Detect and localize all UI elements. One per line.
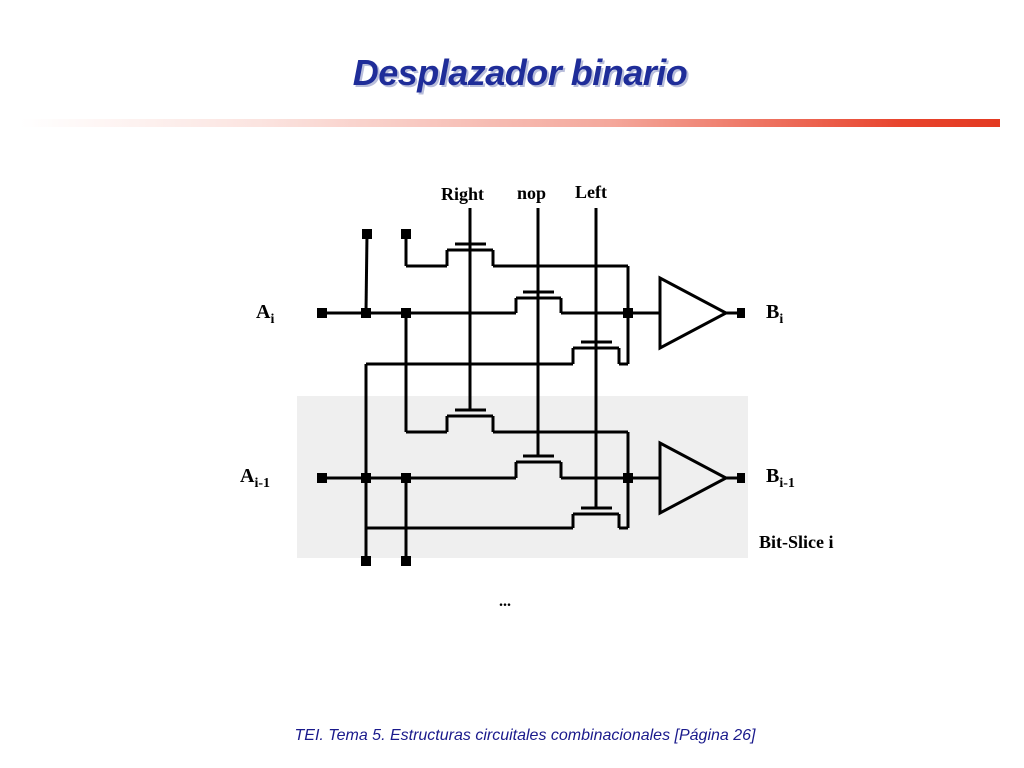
buffer-bi-triangle [658, 275, 730, 351]
bit-slice-label: Bit-Slice i [759, 532, 834, 552]
control-nop-label: nop [517, 183, 546, 203]
control-left-label: Left [575, 182, 607, 202]
buffer-bi1-triangle [658, 440, 730, 516]
title-divider [20, 119, 1000, 127]
continuation-ellipsis: ... [499, 593, 511, 610]
junction-dots [317, 229, 745, 566]
output-bi-label: Bi [766, 301, 783, 327]
slide-footer: TEI. Tema 5. Estructuras circuitales com… [294, 727, 756, 744]
input-ai-label: Ai [256, 301, 274, 327]
control-right-label: Right [441, 184, 484, 204]
input-ai1-label: Ai-1 [240, 465, 270, 491]
slide-title: Desplazador binario [352, 52, 688, 93]
output-bi1-label: Bi-1 [766, 465, 795, 491]
